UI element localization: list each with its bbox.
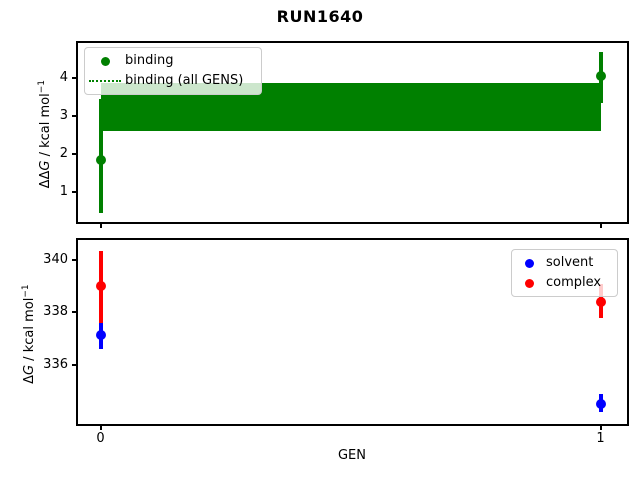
- data-point-binding-gen0: [95, 154, 106, 165]
- complex-dot-icon: [524, 278, 534, 288]
- bottom-subplot: solvent complex: [76, 238, 629, 426]
- data-point-binding-gen1: [595, 71, 606, 82]
- y-tick-label: 1: [59, 183, 68, 199]
- legend-marker-area: [512, 278, 546, 288]
- solvent-dot-icon: [524, 258, 534, 268]
- legend-label: solvent: [546, 255, 594, 270]
- y-tick-label: 3: [59, 108, 68, 124]
- x-tick-mark: [599, 426, 602, 430]
- y-tick-label: 336: [43, 356, 68, 372]
- y-tick-mark: [72, 115, 76, 118]
- x-tick-mark: [99, 426, 102, 430]
- legend-entry-binding-all-gens: binding (all GENS): [85, 71, 261, 91]
- y-tick-mark: [72, 258, 76, 261]
- legend-marker-area: [512, 258, 546, 268]
- legend-entry-solvent: solvent: [512, 253, 617, 273]
- bottom-legend: solvent complex: [511, 249, 618, 297]
- y-tick-mark: [72, 190, 76, 193]
- legend-marker-area: [85, 56, 125, 66]
- y-tick-mark: [72, 311, 76, 314]
- mean-dotted-line: [100, 105, 601, 108]
- x-tick-label: 1: [596, 431, 605, 446]
- y-tick-mark: [72, 152, 76, 155]
- data-point-complex-gen1: [595, 296, 606, 307]
- legend-label: complex: [546, 275, 602, 290]
- y-tick-label: 338: [43, 304, 68, 320]
- top-legend: binding binding (all GENS): [84, 47, 262, 95]
- top-subplot: binding binding (all GENS): [76, 41, 629, 224]
- data-point-complex-gen0: [95, 281, 106, 292]
- top-y-axis-label: ΔΔG / kcal mol−1: [36, 79, 54, 189]
- y-tick-mark: [72, 363, 76, 366]
- legend-entry-complex: complex: [512, 273, 617, 293]
- y-tick-mark: [72, 77, 76, 80]
- x-tick-mark: [599, 224, 602, 228]
- x-tick-mark: [99, 224, 102, 228]
- data-point-solvent-gen0: [95, 329, 106, 340]
- figure-title: RUN1640: [276, 7, 364, 26]
- y-tick-label: 340: [43, 251, 68, 267]
- legend-label: binding (all GENS): [125, 73, 244, 88]
- dotted-line-icon: [89, 80, 121, 82]
- y-tick-label: 4: [59, 70, 68, 86]
- x-tick-label: 0: [96, 431, 105, 446]
- x-axis-label: GEN: [337, 448, 366, 463]
- y-tick-label: 2: [59, 145, 68, 161]
- legend-label: binding: [125, 53, 174, 68]
- legend-entry-binding: binding: [85, 51, 261, 71]
- data-point-solvent-gen1: [595, 399, 606, 410]
- legend-marker-area: [85, 80, 125, 82]
- binding-dot-icon: [100, 56, 110, 66]
